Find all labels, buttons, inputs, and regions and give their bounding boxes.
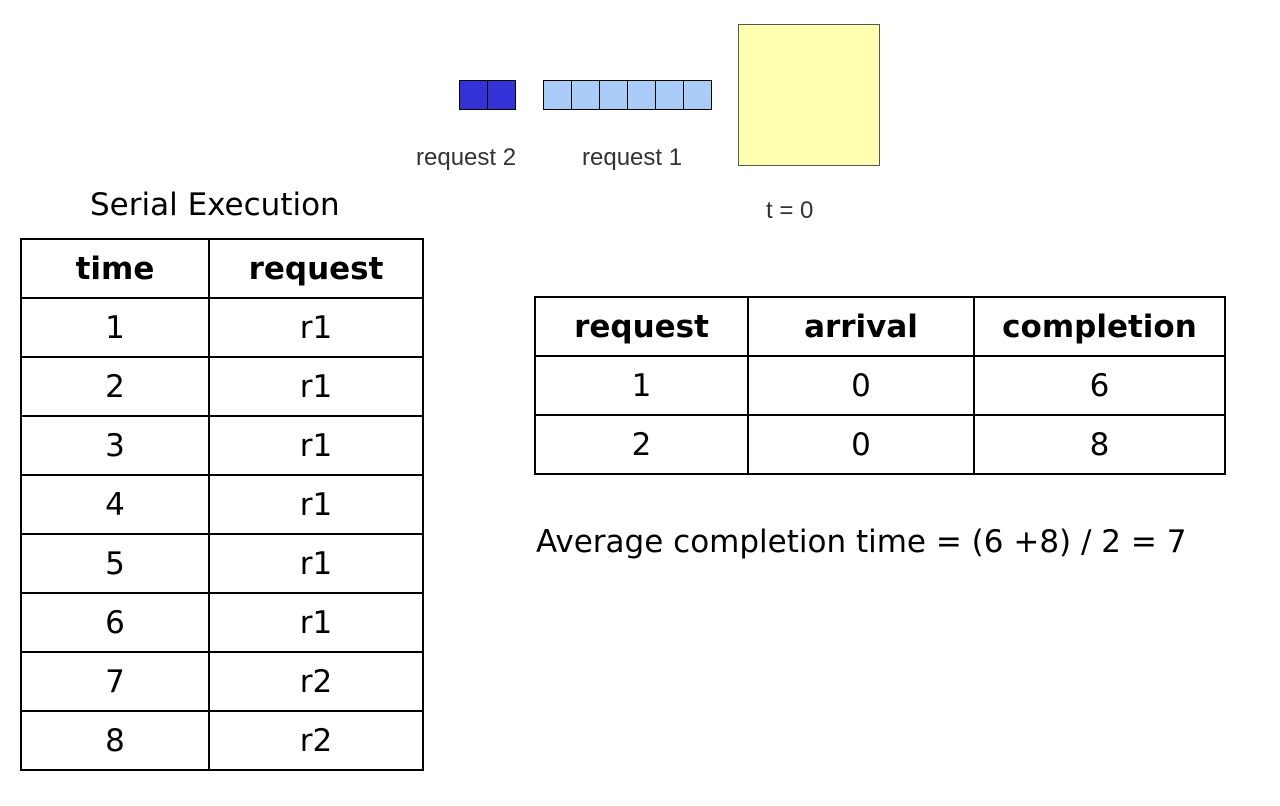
serial-cell: r1	[208, 592, 424, 653]
request-1-queue-cell	[572, 80, 600, 110]
completion-cell: 0	[747, 414, 975, 475]
request-2-queue-cell	[488, 80, 516, 110]
request-1-queue-cell	[684, 80, 712, 110]
server-box	[738, 24, 880, 166]
serial-cell: r1	[208, 533, 424, 594]
serial-cell: 6	[20, 592, 210, 653]
serial-execution-title: Serial Execution	[90, 187, 340, 223]
request-2-label: request 2	[416, 144, 517, 171]
request-1-queue-cell	[600, 80, 628, 110]
completion-header-row: request arrival completion	[534, 296, 1226, 357]
serial-cell: r1	[208, 297, 424, 358]
request-1-queue-cell	[543, 80, 572, 110]
average-completion-text: Average completion time = (6 +8) / 2 = 7	[536, 524, 1187, 560]
serial-header-request: request	[208, 238, 424, 299]
serial-cell: 2	[20, 356, 210, 417]
completion-cell: 6	[973, 355, 1226, 416]
request-1-label: request 1	[582, 144, 683, 171]
request-2-queue	[459, 80, 516, 110]
time-label: t = 0	[766, 197, 814, 224]
serial-cell: 1	[20, 297, 210, 358]
completion-cell: 2	[534, 414, 749, 475]
serial-cell: r1	[208, 415, 424, 476]
completion-cell: 1	[534, 355, 749, 416]
serial-cell: 7	[20, 651, 210, 712]
serial-header-row: time request	[20, 238, 424, 299]
serial-header-time: time	[20, 238, 210, 299]
completion-cell: 0	[747, 355, 975, 416]
serial-cell: 3	[20, 415, 210, 476]
completion-header-request: request	[534, 296, 749, 357]
completion-header-completion: completion	[973, 296, 1226, 357]
serial-cell: 8	[20, 710, 210, 771]
request-1-queue	[543, 80, 712, 110]
serial-cell: 4	[20, 474, 210, 535]
completion-cell: 8	[973, 414, 1226, 475]
serial-cell: 5	[20, 533, 210, 594]
request-1-queue-cell	[656, 80, 684, 110]
serial-cell: r1	[208, 356, 424, 417]
serial-cell: r2	[208, 651, 424, 712]
completion-header-arrival: arrival	[747, 296, 975, 357]
request-2-queue-cell	[459, 80, 488, 110]
request-1-queue-cell	[628, 80, 656, 110]
serial-cell: r1	[208, 474, 424, 535]
serial-cell: r2	[208, 710, 424, 771]
